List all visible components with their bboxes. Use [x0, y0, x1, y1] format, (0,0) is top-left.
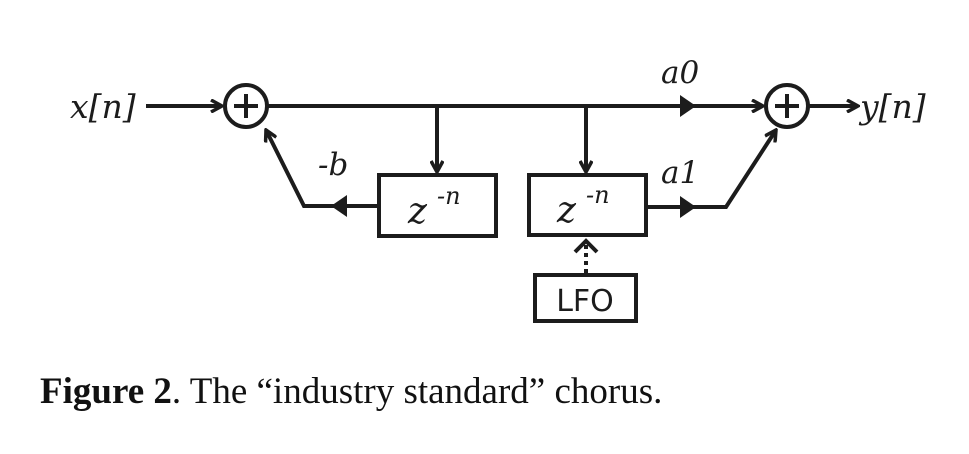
- input-label: x[n]: [70, 87, 136, 126]
- lfo-label: LFO: [556, 284, 614, 319]
- gain-triangle-a1: [680, 196, 696, 218]
- delay-1-base: z: [407, 191, 428, 232]
- figure-caption: Figure 2. The “industry standard” chorus…: [40, 370, 662, 413]
- gain-triangle-feedback: [331, 195, 347, 217]
- feedback-gain-label: -b: [318, 147, 348, 183]
- delayed-output-path: [646, 130, 776, 209]
- lfo-block: [533, 273, 638, 323]
- direct-gain-label: a0: [661, 55, 699, 91]
- gain-triangle-a0: [680, 95, 696, 117]
- delayed-gain-label: a1: [661, 155, 699, 191]
- lfo-arrow-head: [573, 238, 599, 254]
- caption-text: . The “industry standard” chorus.: [171, 371, 663, 412]
- feedback-path: [266, 130, 379, 208]
- delay-1-exponent: -n: [437, 182, 461, 210]
- delay-2-exponent: -n: [586, 181, 610, 209]
- delay-2-base: z: [556, 190, 577, 231]
- figure-number: Figure 2: [40, 371, 172, 412]
- output-label: y[n]: [858, 87, 926, 126]
